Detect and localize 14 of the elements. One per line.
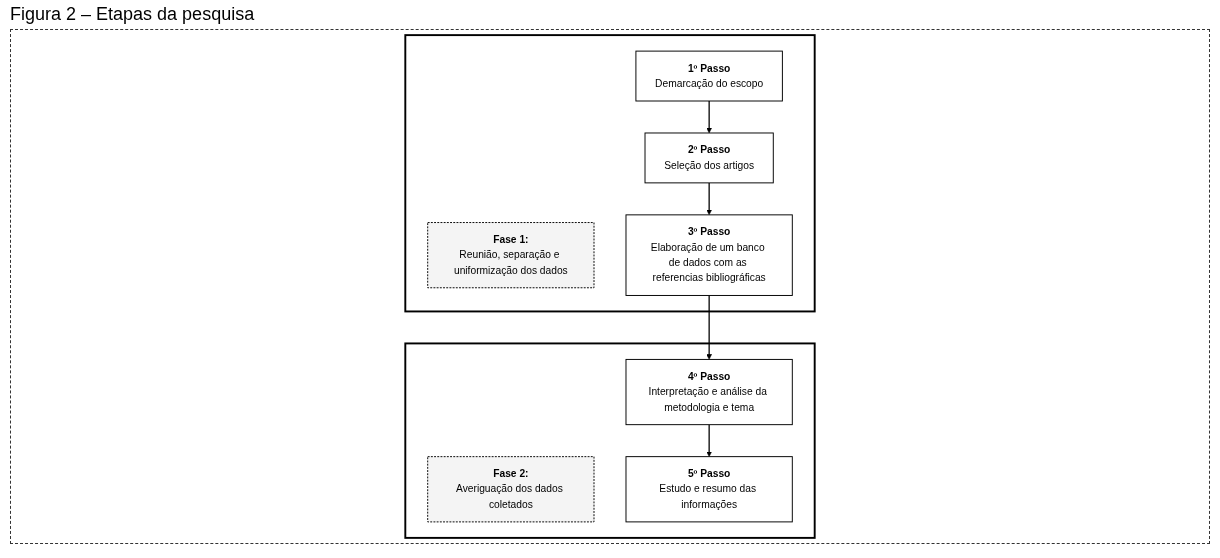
node-box: 3º Passo Elaboração de um banco de dados com as referencias bibliográficas [625, 214, 793, 296]
node-box: Fase 2: Averiguação dos dados coletados [427, 456, 595, 523]
figure-title: Figura 2 – Etapas da pesquisa [10, 4, 256, 25]
node-box: 5º Passo Estudo e resumo das informações [625, 456, 793, 523]
cluster [404, 342, 816, 539]
cluster [404, 34, 816, 313]
node-box: Fase 1: Reunião, separação e uniformização dos dados [427, 222, 595, 289]
arrow [706, 294, 712, 360]
arrow [706, 100, 712, 134]
node-box: 4º Passo Interpretação e análise da metodologia e tema [625, 358, 793, 426]
node-box: 2º Passo Seleção dos artigos [644, 132, 774, 184]
arrow [706, 424, 712, 457]
node-box: 1º Passo Demarcação do escopo [635, 50, 783, 102]
arrow [706, 182, 712, 216]
